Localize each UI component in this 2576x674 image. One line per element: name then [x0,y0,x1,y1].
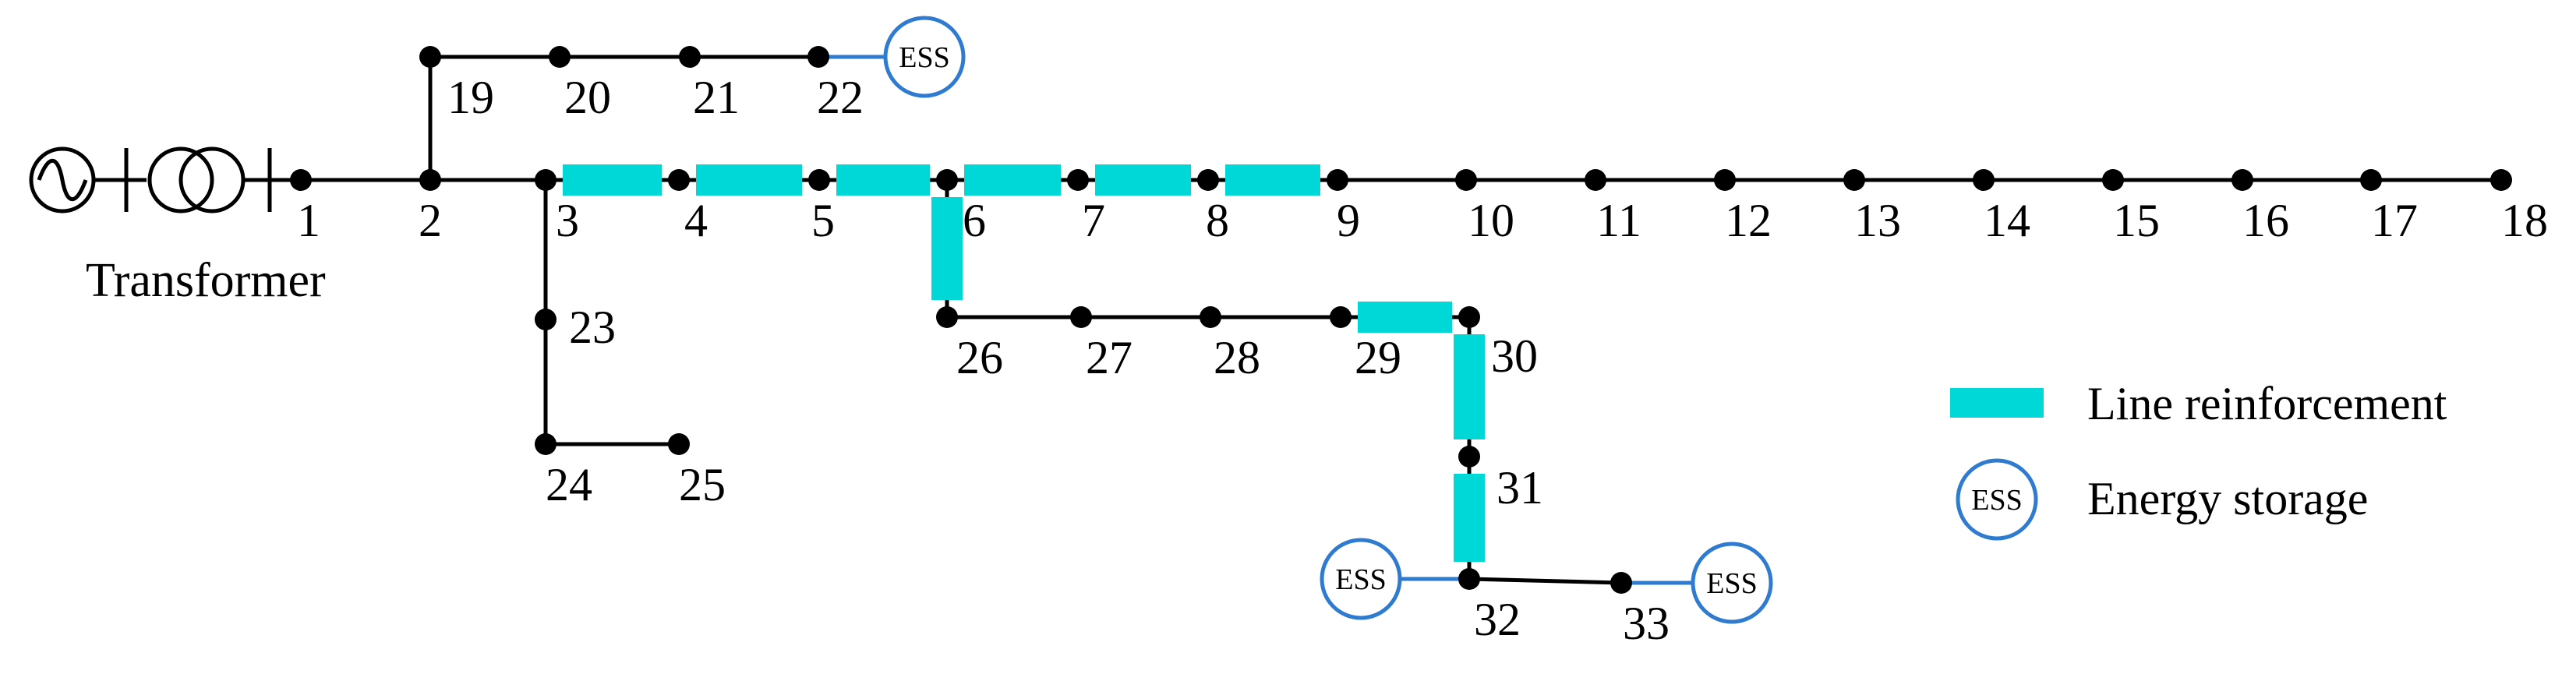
ess-label-33: ESS [1706,567,1757,600]
bus-node-11 [1585,169,1606,191]
bus-label-5: 5 [811,195,835,246]
bus-node-6 [936,169,958,191]
legend-reinforcement-swatch [1950,388,2044,418]
bus-label-28: 28 [1214,332,1260,383]
legend-storage-symbol-text: ESS [1971,484,2022,517]
bus-node-2 [419,169,441,191]
bus-node-18 [2490,169,2512,191]
bus-node-32 [1458,568,1480,590]
bus-label-25: 25 [679,459,726,510]
line-32-33 [1468,577,1622,585]
reinforcement-29-30 [1358,302,1452,333]
bus-node-9 [1327,169,1348,191]
bus-label-27: 27 [1086,332,1133,383]
bus-node-16 [2231,169,2253,191]
reinforcement-30-31 [1454,334,1485,439]
bus-node-30 [1458,306,1480,328]
bus-node-19 [419,46,441,68]
bus-node-33 [1610,572,1632,594]
bus-label-26: 26 [956,332,1003,383]
bus-node-7 [1067,169,1089,191]
bus-label-17: 17 [2371,195,2418,246]
ess-icon-32 [1320,538,1402,620]
bus-node-5 [808,169,830,191]
bus-node-23 [535,309,557,330]
bus-label-20: 20 [564,72,611,123]
bus-label-29: 29 [1355,332,1401,383]
ess-icon-22 [883,16,966,98]
bus-label-11: 11 [1596,195,1641,246]
bus-node-17 [2360,169,2382,191]
bus-node-3 [535,169,557,191]
legend-reinforcement-label: Line reinforcement [2087,378,2447,429]
bus-label-24: 24 [546,459,592,510]
reinforcement-layer [563,164,1485,562]
bus-label-13: 13 [1854,195,1901,246]
bus-label-8: 8 [1206,195,1229,246]
bus-node-14 [1973,169,1995,191]
bus-node-25 [668,433,690,455]
bus-label-22: 22 [817,72,864,123]
ess-label-22: ESS [899,41,949,74]
reinforcement-6-26 [931,197,963,300]
sine-wave-icon [37,159,88,201]
bus-label-23: 23 [569,302,616,353]
ess-label-32: ESS [1335,563,1386,596]
bus-label-15: 15 [2113,195,2160,246]
bus-node-24 [535,433,557,455]
bus-node-21 [679,46,701,68]
bus-node-8 [1197,169,1219,191]
bus-node-4 [668,169,690,191]
bus-label-31: 31 [1496,462,1543,513]
bus-label-30: 30 [1491,330,1538,382]
reinforcement-8-9 [1225,164,1320,196]
bus-label-1: 1 [297,195,320,246]
bus-node-31 [1458,446,1480,468]
bus-label-3: 3 [556,195,579,246]
transformer-winding-primary [147,146,214,213]
reinforcement-31-32 [1454,474,1485,562]
bus-label-14: 14 [1984,195,2030,246]
bus-label-18: 18 [2501,195,2548,246]
legend: Line reinforcement ESS Energy storage [1950,378,2447,541]
bus-label-16: 16 [2242,195,2289,246]
bus-node-28 [1200,306,1221,328]
bus-node-15 [2102,169,2124,191]
legend-storage-icon [1956,458,2038,541]
energy-storage-layer: ESS ESS ESS [818,16,1773,624]
bus-node-12 [1714,169,1736,191]
reinforcement-3-4 [563,164,662,196]
bus-node-22 [807,46,829,68]
reinforcement-7-8 [1095,164,1191,196]
bus-label-2: 2 [419,195,442,246]
bus-node-layer [290,46,2512,594]
reinforcement-5-6 [836,164,930,196]
bus-label-12: 12 [1725,195,1772,246]
ess-icon-33 [1691,542,1773,624]
transformer-icon [29,146,301,213]
bus-label-9: 9 [1337,195,1360,246]
bus-node-29 [1330,306,1352,328]
bus-label-7: 7 [1082,195,1105,246]
bus-node-10 [1455,169,1477,191]
bus-label-33: 33 [1623,598,1670,649]
bus-label-32: 32 [1474,594,1521,645]
bus-node-13 [1843,169,1865,191]
bus-node-20 [549,46,571,68]
bus-label-21: 21 [693,72,740,123]
legend-storage-label: Energy storage [2087,473,2368,524]
bus-node-26 [936,306,958,328]
bus-label-6: 6 [963,195,986,246]
bus-node-27 [1070,306,1092,328]
bus-label-19: 19 [447,72,494,123]
reinforcement-4-5 [696,164,802,196]
reinforcement-6-7 [964,164,1061,196]
bus-label-10: 10 [1468,195,1514,246]
bus-label-4: 4 [684,195,708,246]
transformer-label: Transformer [86,254,326,307]
